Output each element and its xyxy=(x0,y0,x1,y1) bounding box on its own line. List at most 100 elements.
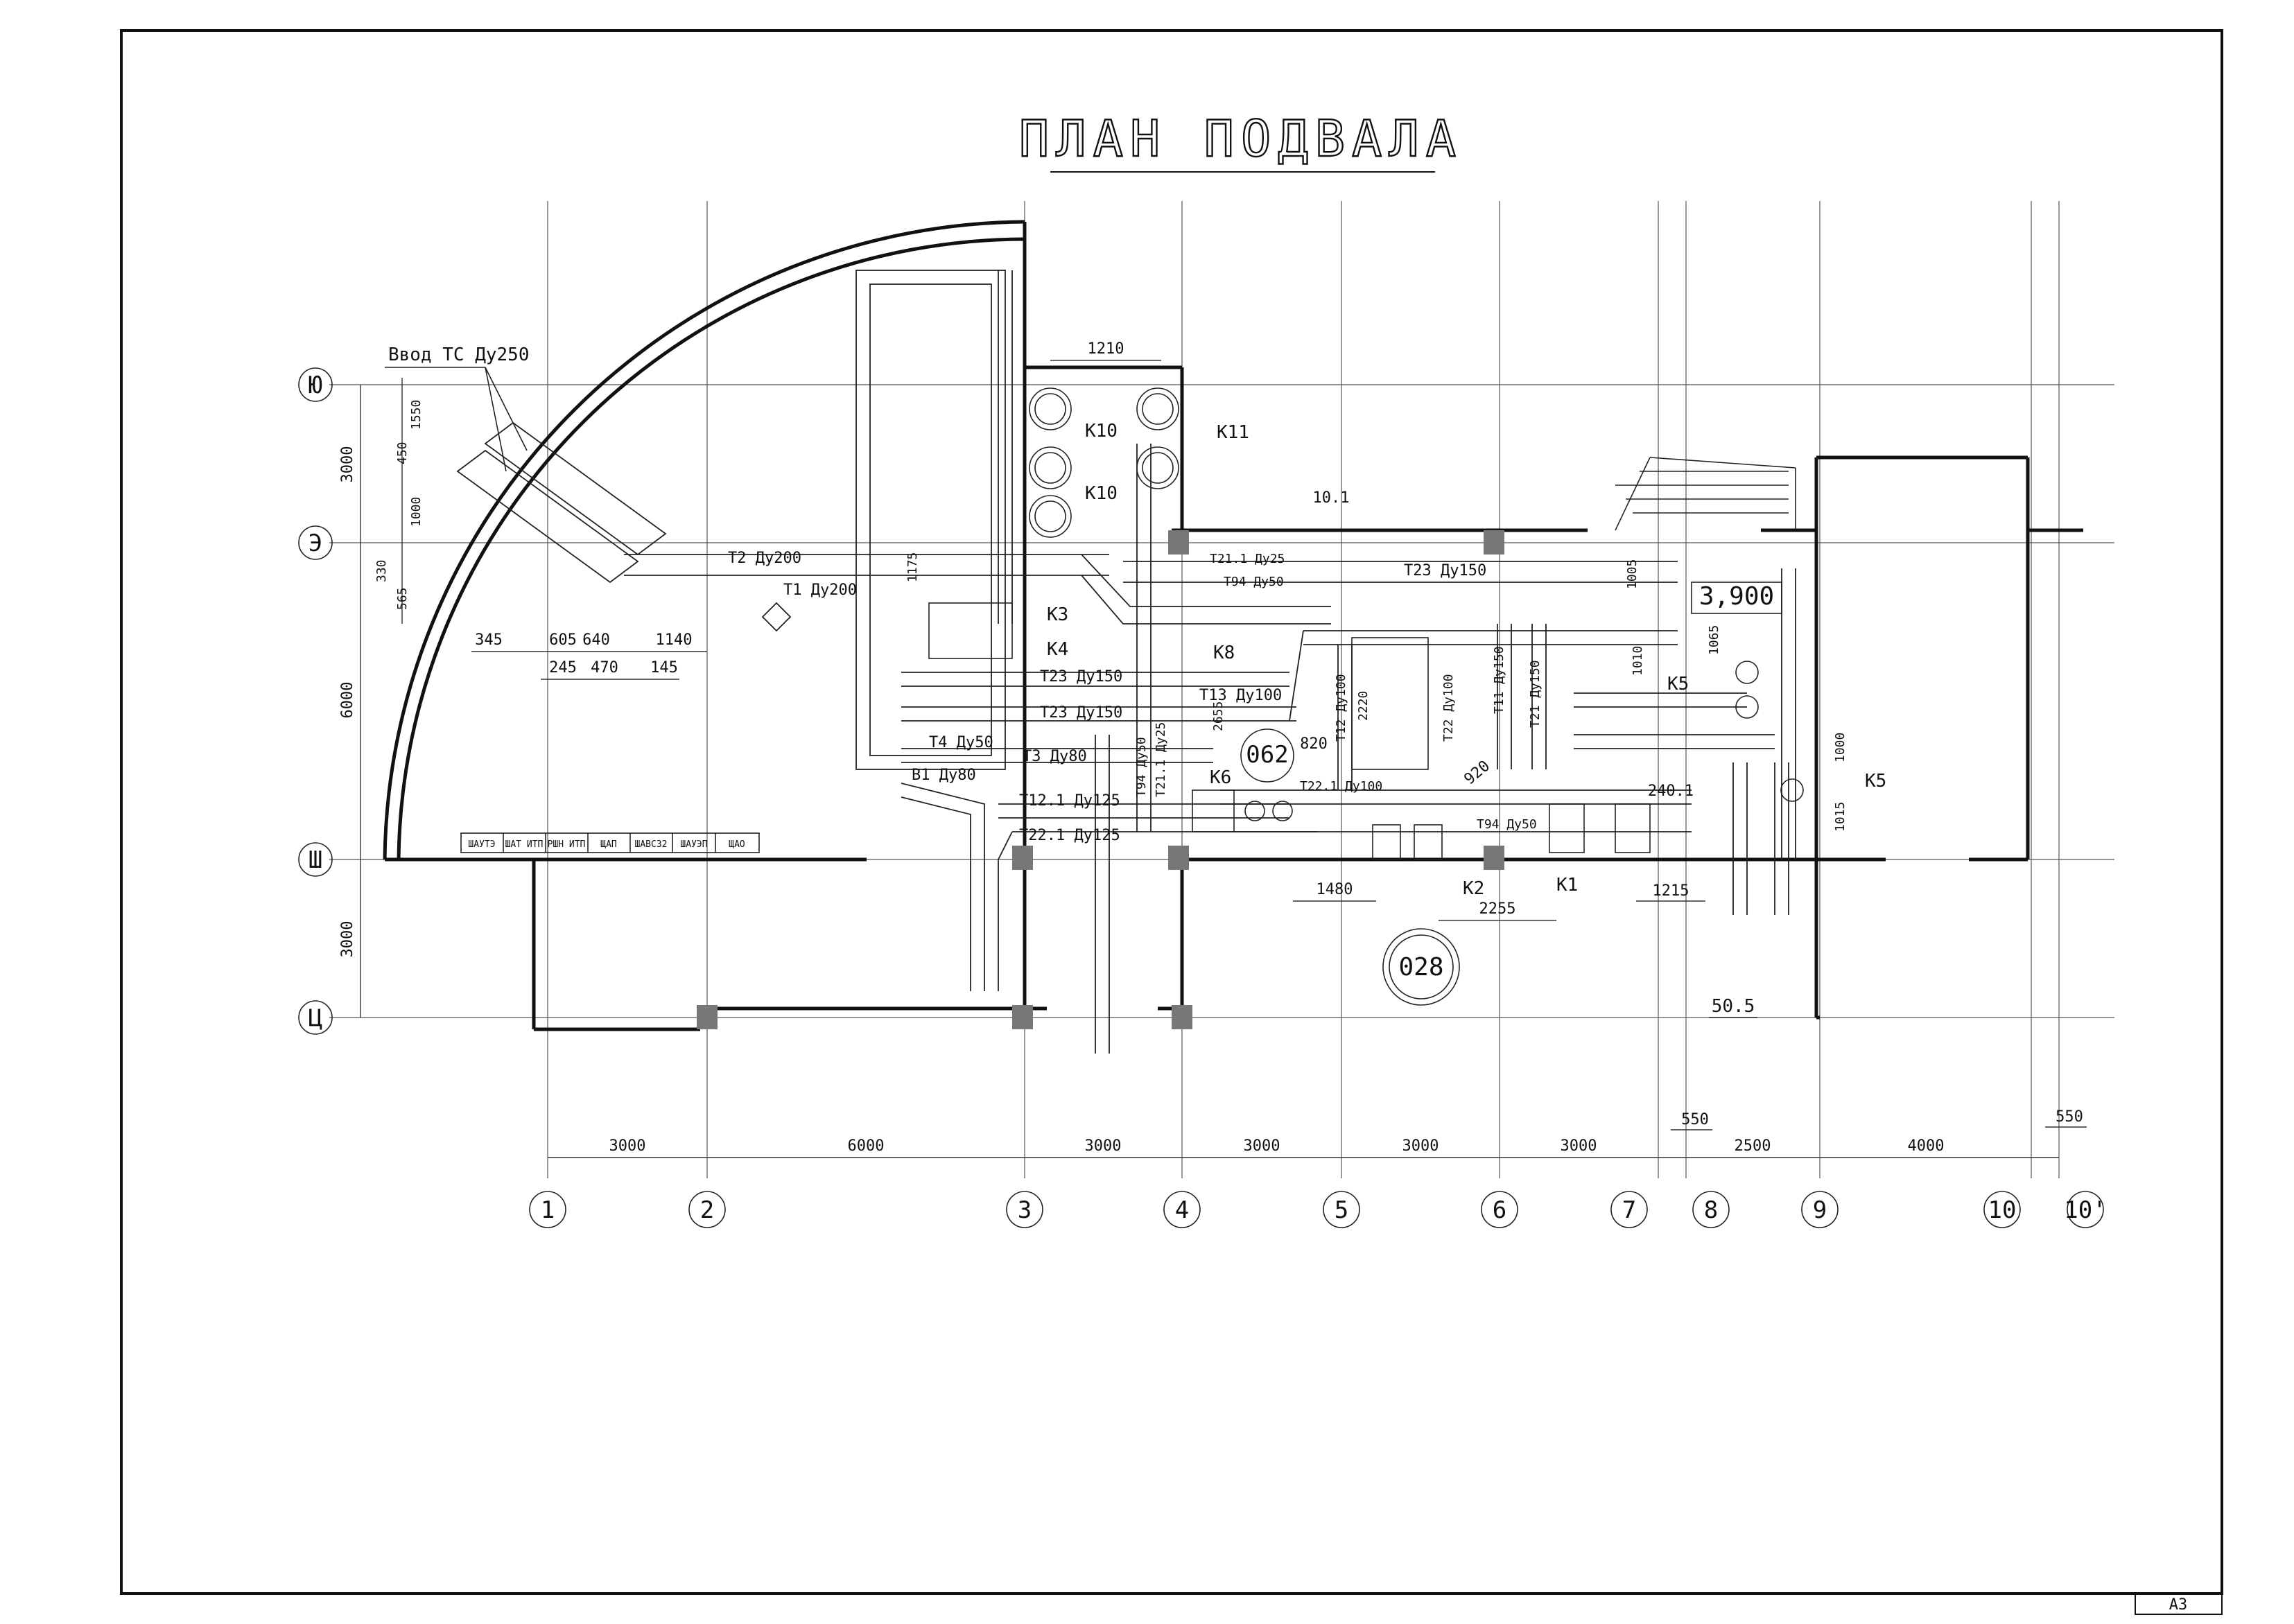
axis-label: Ш xyxy=(309,846,322,874)
equipment-label: К2 xyxy=(1463,878,1484,899)
dimension: 240.1 xyxy=(1648,783,1694,800)
dimension: 1175 xyxy=(905,552,920,582)
equipment-label: К11 xyxy=(1217,422,1249,443)
pipe-label: Т23 Ду150 xyxy=(1040,704,1122,722)
panel-label: ЩАО xyxy=(729,839,745,850)
inlet-label: Ввод ТС Ду250 xyxy=(388,344,530,365)
dimension: 2500 xyxy=(1735,1137,1771,1155)
dimension: 345 xyxy=(475,631,503,649)
dimension: 10.1 xyxy=(1313,489,1350,507)
pipe-label: Т1 Ду200 xyxy=(783,582,857,599)
dimension: 145 xyxy=(650,659,678,676)
left-dimensions: 3000 6000 3000 xyxy=(339,385,361,1018)
axis-label: 4 xyxy=(1175,1196,1189,1224)
dimension: 1140 xyxy=(656,631,693,649)
axis-label: Ц xyxy=(309,1004,322,1032)
dimension: 2255 xyxy=(1479,900,1516,918)
equipment-label: К6 xyxy=(1210,767,1231,788)
axis-label: 7 xyxy=(1622,1196,1636,1224)
dimension: 1065 xyxy=(1707,625,1721,655)
dimension: 1550 xyxy=(409,400,424,430)
electrical-panels: ШАУТЭ ШАТ ИТП РШН ИТП ЩАП ШАВС32 ШАУЭП Щ… xyxy=(460,832,760,853)
dimension: 3000 xyxy=(1561,1137,1597,1155)
format-box xyxy=(2135,1593,2223,1615)
pipe-label: Т94 Ду50 xyxy=(1224,575,1284,589)
inlet-pipes xyxy=(456,421,792,632)
panel-label: РШН ИТП xyxy=(548,839,586,850)
pipe-label: Т11 Ду150 xyxy=(1492,646,1506,714)
dimension: 3000 xyxy=(1085,1137,1122,1155)
axis-label: 9 xyxy=(1813,1196,1827,1224)
pipe-label: Т94 Ду50 xyxy=(1134,737,1149,797)
dimension: 1215 xyxy=(1653,882,1689,900)
pipe-label: Т12.1 Ду125 xyxy=(1019,792,1120,810)
dimension: 820 xyxy=(1300,735,1328,753)
equipment-label: К10 xyxy=(1085,483,1118,504)
dimension: 4000 xyxy=(1908,1137,1945,1155)
dimension: 565 xyxy=(395,587,410,610)
pipe-label: Т21.1 Ду25 xyxy=(1210,552,1285,566)
equipment-label: К8 xyxy=(1213,643,1235,663)
pipe-label: В1 Ду80 xyxy=(912,767,976,784)
pipe-label: Т22.1 Ду100 xyxy=(1300,779,1382,794)
dimension: 1210 xyxy=(1088,340,1124,358)
room-markers: 062 028 3,900 50.5 xyxy=(1240,582,1774,1018)
dimension: 3000 xyxy=(1402,1137,1439,1155)
dimension: 605 xyxy=(549,631,577,649)
pipe-runs xyxy=(624,270,1796,1054)
axis-label: 5 xyxy=(1335,1196,1348,1224)
axis-label: Ю xyxy=(309,372,322,399)
panel-label: ШАУТЭ xyxy=(468,839,495,850)
axis-label: 3 xyxy=(1018,1196,1032,1224)
axis-label: 8 xyxy=(1704,1196,1718,1224)
dimension: 1005 xyxy=(1625,559,1640,589)
pipe-label: Т2 Ду200 xyxy=(728,550,801,567)
panel-label: ШАУЭП xyxy=(680,839,707,850)
pipe-label: Т23 Ду150 xyxy=(1404,562,1486,579)
equipment-label: К1 xyxy=(1556,875,1578,896)
dimension: 920 xyxy=(1461,758,1494,789)
axis-label: 2 xyxy=(700,1196,714,1224)
equipment-labels: К10 К10 К11 К3 К4 К8 К6 К5 К5 К2 К1 xyxy=(1047,421,1886,899)
dimension: 450 xyxy=(395,442,410,464)
pipe-label: Т22 Ду100 xyxy=(1441,674,1456,742)
equipment-label: К10 xyxy=(1085,421,1118,442)
stairs xyxy=(1615,471,1789,514)
axis-label: 10 xyxy=(1988,1196,2017,1224)
pipe-label: Т94 Ду50 xyxy=(1477,817,1537,832)
axis-label: 1 xyxy=(541,1196,555,1224)
equipment-label: К5 xyxy=(1667,674,1689,695)
dimension: 2655 xyxy=(1211,701,1226,731)
vertical-axis-markers: 1 2 3 4 5 6 7 8 9 10 10' xyxy=(529,1191,2107,1228)
pipe-label: Т22.1 Ду125 xyxy=(1019,827,1120,844)
dimension: 245 xyxy=(549,659,577,676)
elevation-mark: 3,900 xyxy=(1699,582,1774,611)
dimension: 330 xyxy=(374,559,389,582)
inlet-dimensions: 1550 450 1000 330 565 345 605 640 1140 2… xyxy=(374,378,707,680)
dimension: 1010 xyxy=(1631,646,1645,676)
axis-label: 10' xyxy=(2064,1196,2106,1224)
dimension: 550 xyxy=(1681,1111,1709,1128)
panel-label: ЩАП xyxy=(600,839,616,850)
dimension: 640 xyxy=(582,631,610,649)
dimension: 3000 xyxy=(339,446,356,483)
dimension: 470 xyxy=(591,659,618,676)
panel-label: ШАВС32 xyxy=(635,839,668,850)
dimension: 3000 xyxy=(609,1137,646,1155)
panel-label: ШАТ ИТП xyxy=(505,839,544,850)
dimension: 550 xyxy=(2056,1108,2083,1126)
axis-label: 6 xyxy=(1493,1196,1506,1224)
tanks xyxy=(928,387,1804,860)
dimension: 3000 xyxy=(1244,1137,1280,1155)
equipment-label: К3 xyxy=(1047,604,1068,625)
pipe-label: Т3 Ду80 xyxy=(1023,748,1087,765)
pipe-label: Т21 Ду150 xyxy=(1528,660,1543,728)
area-label: 50.5 xyxy=(1712,996,1755,1017)
pipe-label: Т21.1 Ду25 xyxy=(1154,722,1168,797)
equipment-label: К4 xyxy=(1047,639,1068,660)
building-walls xyxy=(383,220,2083,1031)
horizontal-axis-markers: Ю Э Ш Ц xyxy=(298,367,333,1035)
vertical-grid-lines xyxy=(547,201,2060,1178)
dimension: 2220 xyxy=(1356,691,1371,721)
